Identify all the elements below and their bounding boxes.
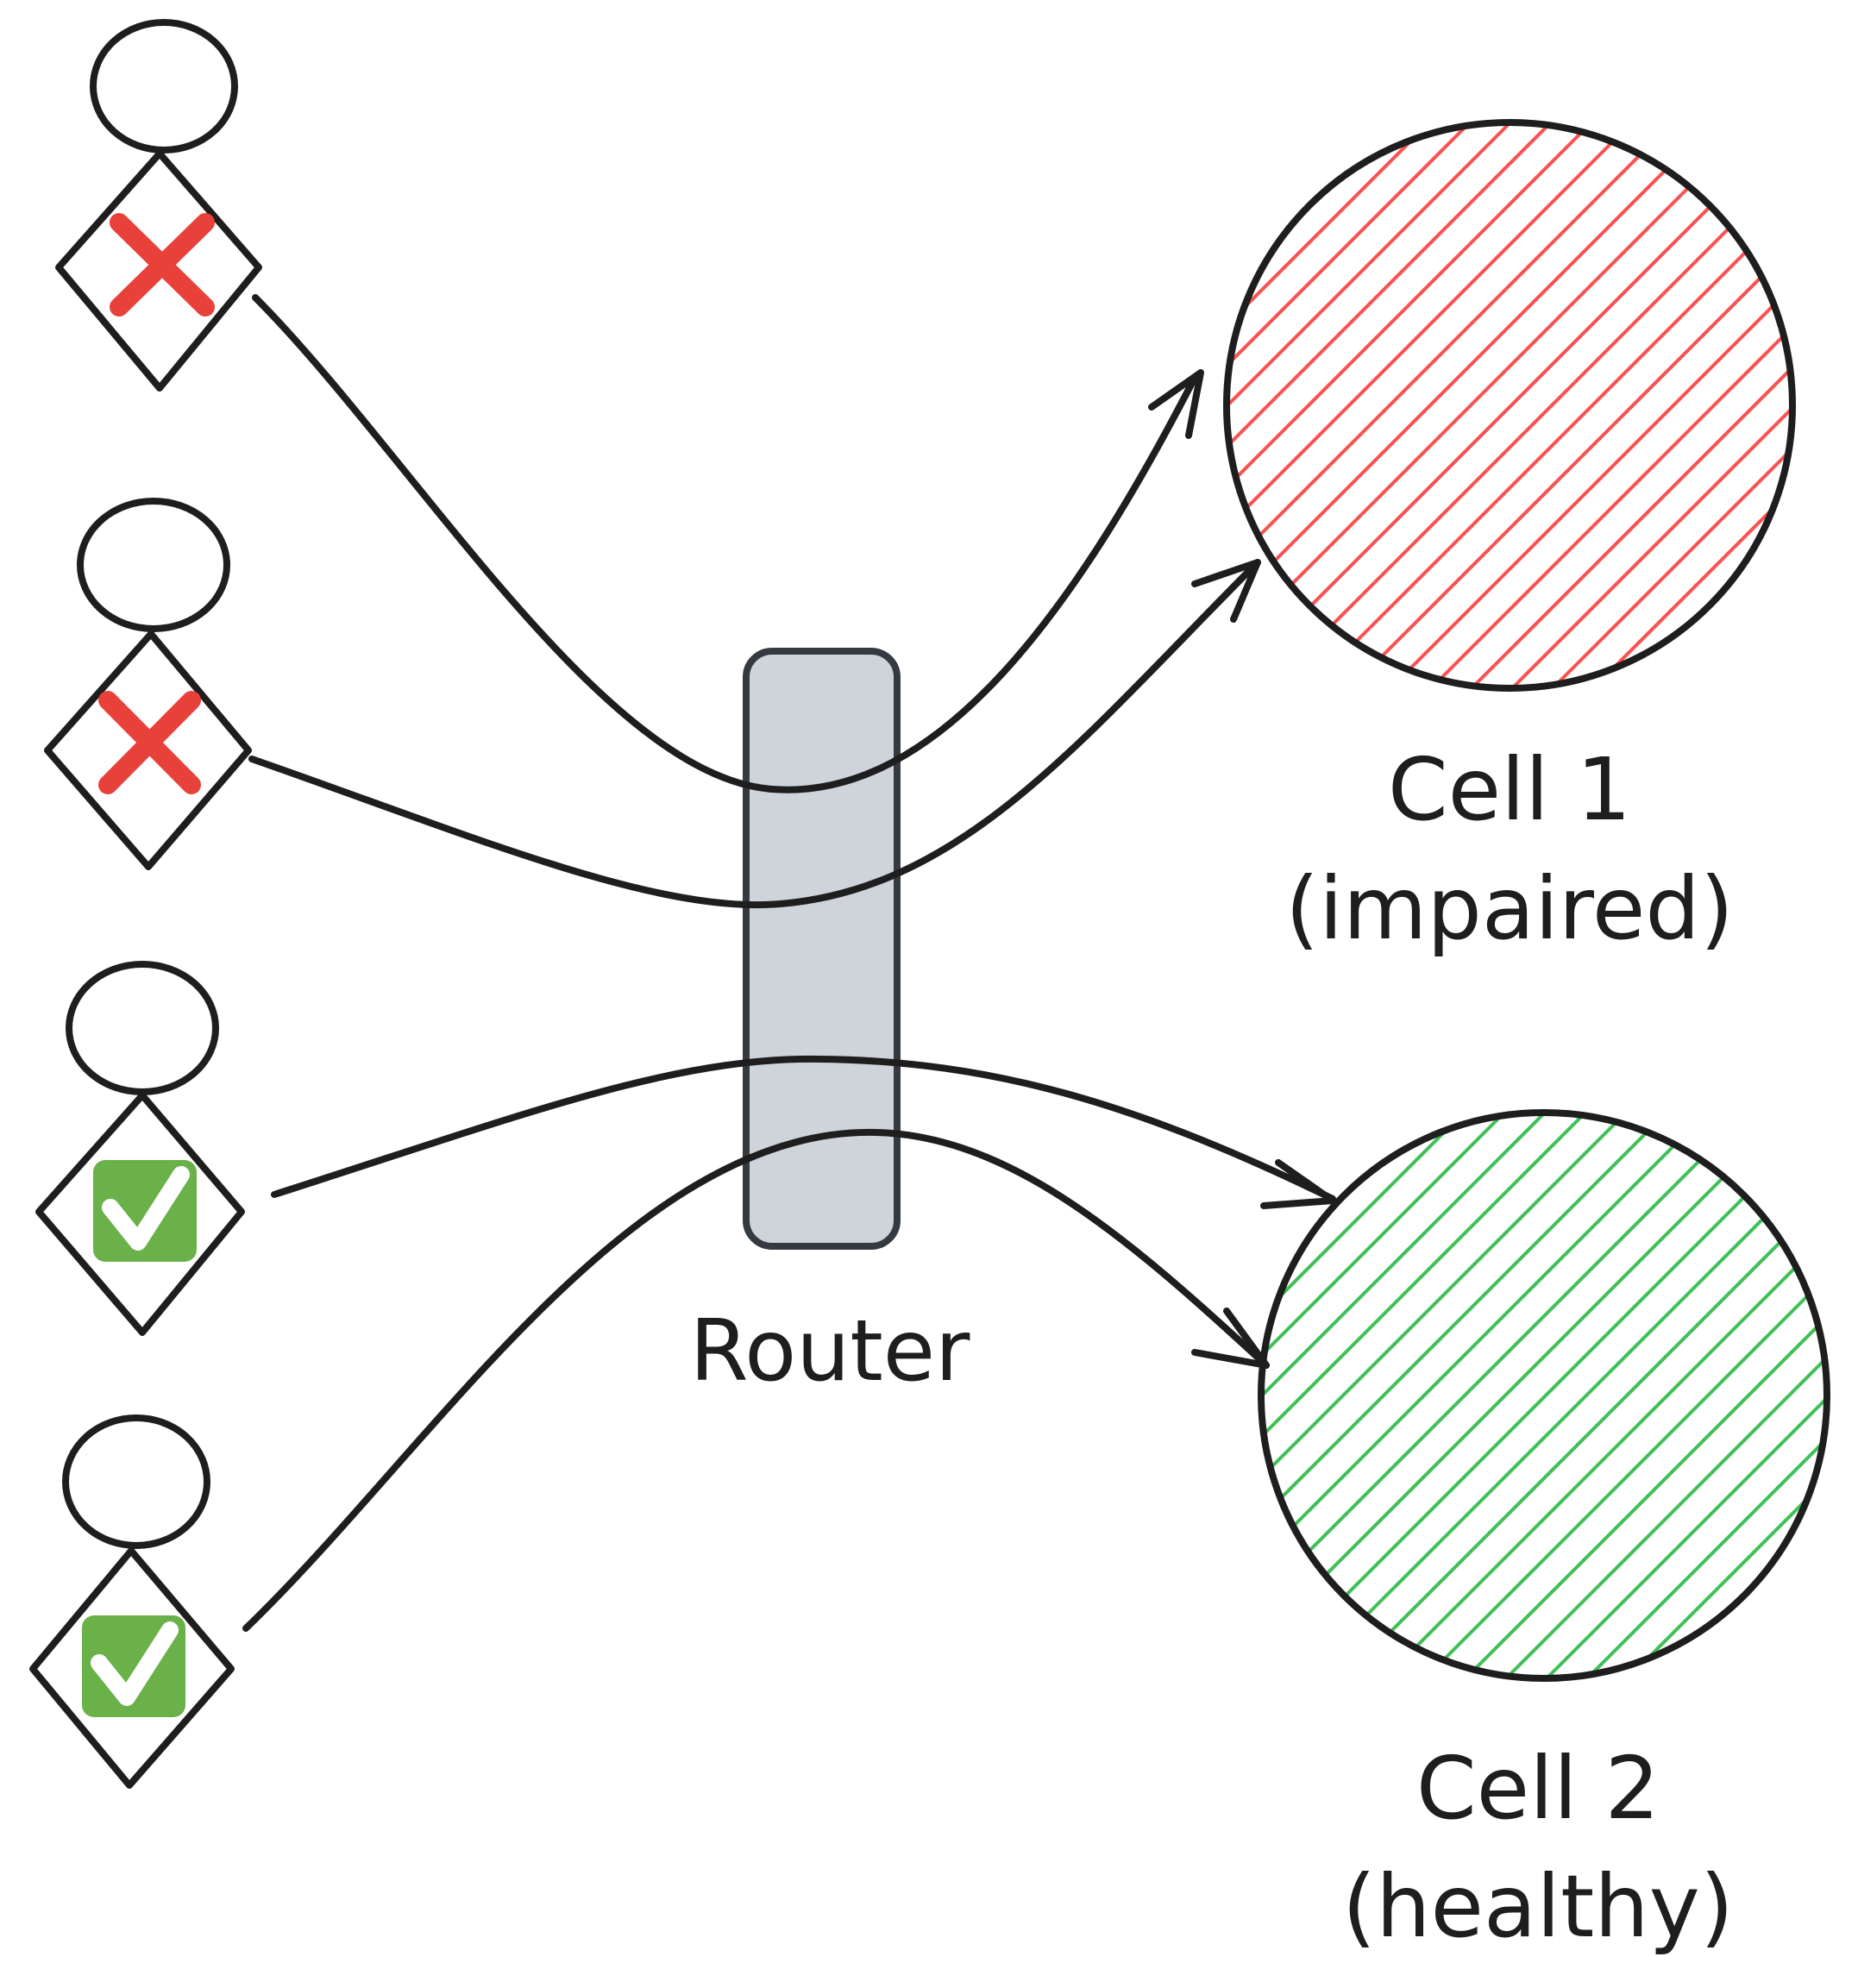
client-2	[44, 498, 252, 870]
hatch-line	[1423, 1113, 1827, 1678]
route-arrow-client-1	[252, 294, 1204, 793]
hatch-line	[1227, 122, 1792, 688]
cell-1-status: (impaired)	[1285, 858, 1734, 959]
client-1	[55, 19, 262, 392]
hatch-line	[1227, 122, 1350, 688]
client-body	[55, 150, 262, 392]
client-4	[29, 1414, 235, 1789]
cell-2-circle	[1258, 1109, 1830, 1682]
hatch-line	[1389, 122, 1792, 688]
hatch-line	[1227, 122, 1593, 688]
client-head	[90, 19, 238, 154]
x-mark-icon	[98, 691, 201, 794]
hatch-line	[1261, 1113, 1749, 1678]
hatch-line	[1261, 1113, 1466, 1678]
cell-1-name: Cell 1	[1388, 739, 1631, 840]
checkmark-icon	[82, 1615, 185, 1717]
hatch-line	[1227, 122, 1634, 688]
hatch-line	[1551, 122, 1792, 688]
hatch-line	[1261, 1113, 1628, 1678]
hatch-line	[1261, 1113, 1506, 1678]
x-mark-icon	[110, 213, 215, 317]
router-box	[743, 648, 901, 1250]
client-body	[35, 1092, 245, 1336]
route-arrow-client-3	[271, 1055, 1336, 1209]
hatch-line	[1383, 1113, 1827, 1678]
cell-1-circle	[1223, 119, 1796, 692]
hatch-line	[1227, 122, 1755, 688]
router-label: Router	[690, 1302, 970, 1401]
hatch-line	[1227, 122, 1309, 688]
hatch-line	[1227, 122, 1472, 688]
client-head	[66, 961, 219, 1095]
client-head	[77, 498, 230, 632]
route-arrow-client-2	[248, 559, 1261, 909]
cell-1-hatch	[1227, 122, 1792, 688]
hatch-line	[1464, 1113, 1827, 1678]
hatch-line	[1261, 1113, 1790, 1678]
client-head	[62, 1414, 210, 1549]
cell-2-status: (healthy)	[1342, 1856, 1734, 1957]
hatch-line	[1545, 1113, 1827, 1678]
cell-2-name: Cell 2	[1416, 1738, 1660, 1839]
hatch-line	[1267, 122, 1792, 688]
hatch-line	[1470, 122, 1792, 688]
route-arrow-client-4	[242, 1128, 1270, 1632]
hatch-line	[1261, 1113, 1668, 1678]
hatch-line	[1707, 1113, 1827, 1678]
client-body	[44, 630, 252, 870]
hatch-line	[1227, 122, 1553, 688]
hatch-line	[1585, 1113, 1827, 1678]
client-3	[35, 961, 245, 1336]
checkmark-icon	[93, 1160, 197, 1262]
hatch-line	[1591, 122, 1792, 688]
hatch-line	[1626, 1113, 1827, 1678]
client-body	[29, 1547, 235, 1789]
hatch-line	[1348, 122, 1792, 688]
hatch-line	[1227, 122, 1715, 688]
cell-1	[1223, 119, 1796, 692]
hatch-line	[1227, 122, 1228, 688]
hatch-line	[1504, 1113, 1827, 1678]
hatch-line	[1261, 1113, 1587, 1678]
hatch-line	[1754, 122, 1792, 688]
hatch-line	[1713, 122, 1792, 688]
hatch-line	[1261, 1113, 1709, 1678]
hatch-line	[1261, 1113, 1827, 1678]
hatch-line	[1227, 122, 1431, 688]
hatch-line	[1429, 122, 1792, 688]
hatch-line	[1227, 122, 1674, 688]
hatch-line	[1748, 1113, 1827, 1678]
hatch-line	[1673, 122, 1792, 688]
hatch-line	[1510, 122, 1792, 688]
